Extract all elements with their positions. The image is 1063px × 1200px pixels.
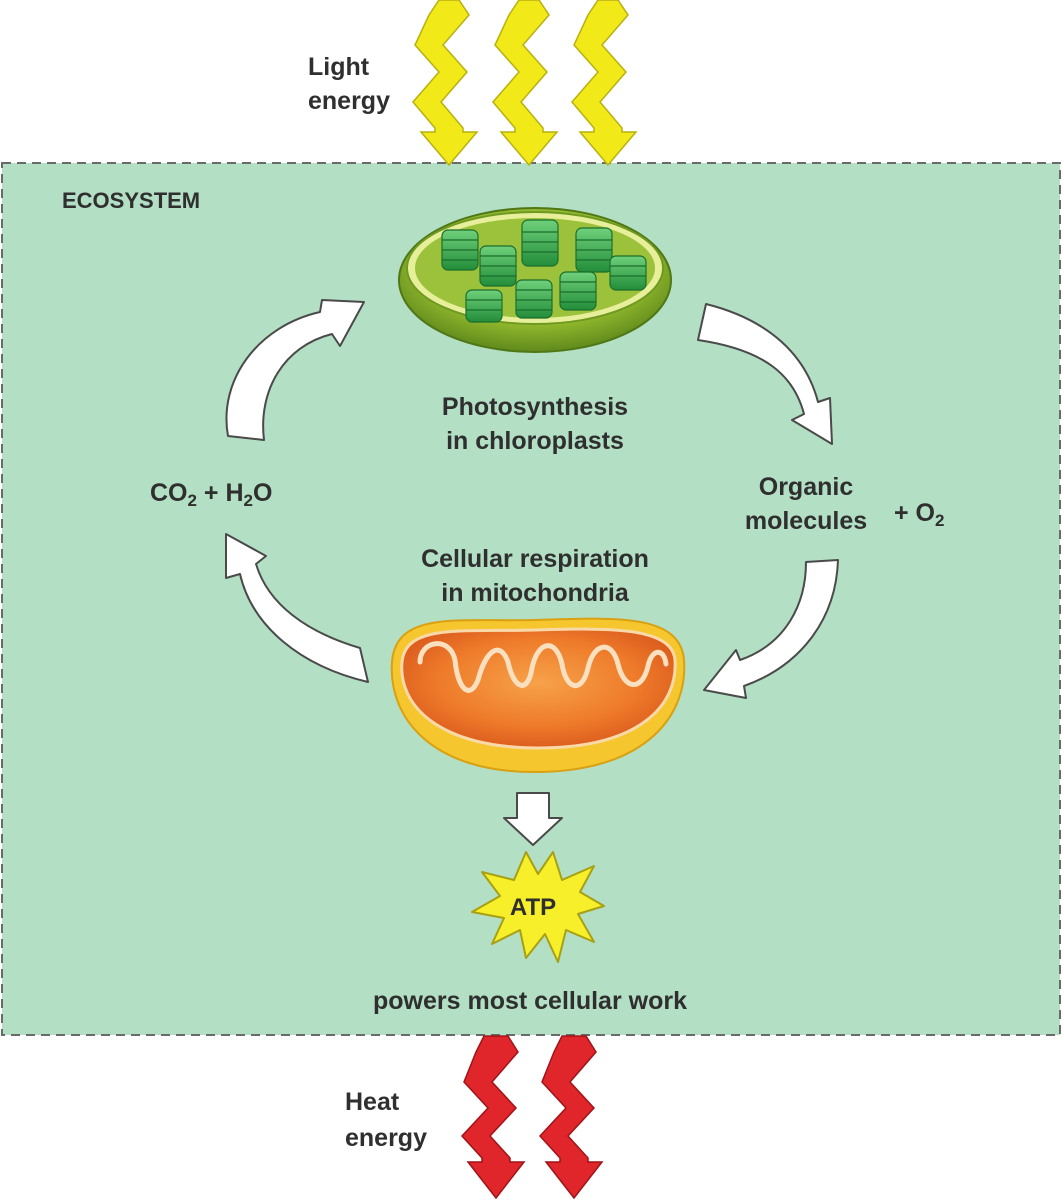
o-text: O xyxy=(252,479,273,507)
arrow-to-co2-icon xyxy=(225,533,369,683)
o-subscript: 2 xyxy=(935,511,945,530)
chloroplast-icon xyxy=(398,207,672,353)
photosynthesis-line1: Photosynthesis xyxy=(441,393,629,421)
arrow-to-photosynthesis-icon xyxy=(225,299,365,441)
respiration-line1: Cellular respiration xyxy=(421,545,649,573)
plus-o-text: + O xyxy=(894,499,935,527)
outputs-label: Organic molecules xyxy=(716,470,896,538)
respiration-label: Cellular respiration in mitochondria xyxy=(385,542,685,610)
h-subscript: 2 xyxy=(243,491,253,510)
atp-label: ATP xyxy=(509,894,557,921)
light-energy-line1: Light xyxy=(308,53,370,81)
light-bolt-icon xyxy=(412,0,479,167)
light-energy-bolts xyxy=(412,0,638,167)
heat-bolt-icon xyxy=(538,1035,604,1200)
heat-energy-label: Heat energy xyxy=(345,1084,427,1156)
mitochondrion-icon xyxy=(390,617,686,774)
light-bolt-icon xyxy=(571,0,638,167)
photosynthesis-label: Photosynthesis in chloroplasts xyxy=(410,390,660,458)
arrow-to-organic-molecules-icon xyxy=(697,303,833,445)
arrow-to-mitochondria-icon xyxy=(703,559,839,699)
photosynthesis-line2: in chloroplasts xyxy=(446,427,624,455)
light-energy-label: Light energy xyxy=(308,50,390,118)
plus-h-text: + H xyxy=(196,479,244,507)
heat-bolt-icon xyxy=(460,1035,526,1200)
outputs-line2: molecules xyxy=(744,507,868,535)
atp-caption: powers most cellular work xyxy=(373,987,687,1015)
heat-energy-bolts xyxy=(460,1035,604,1200)
thylakoid-stacks xyxy=(441,219,647,323)
ecosystem-label: ECOSYSTEM xyxy=(62,188,201,213)
light-energy-line2: energy xyxy=(308,87,390,115)
cristae xyxy=(417,641,669,693)
heat-energy-line1: Heat xyxy=(345,1088,400,1116)
cycle-arrows xyxy=(225,299,839,846)
arrow-to-atp-icon xyxy=(503,792,563,846)
co-text: CO xyxy=(150,479,188,507)
outputs-line1: Organic xyxy=(758,473,854,501)
respiration-line2: in mitochondria xyxy=(441,579,629,607)
oxygen-label: + O2 xyxy=(894,496,944,530)
heat-energy-line2: energy xyxy=(345,1124,427,1152)
inputs-label: CO2 + H2O xyxy=(150,476,272,510)
co-subscript: 2 xyxy=(187,491,197,510)
atp-starburst-icon xyxy=(471,851,605,963)
light-bolt-icon xyxy=(492,0,559,167)
